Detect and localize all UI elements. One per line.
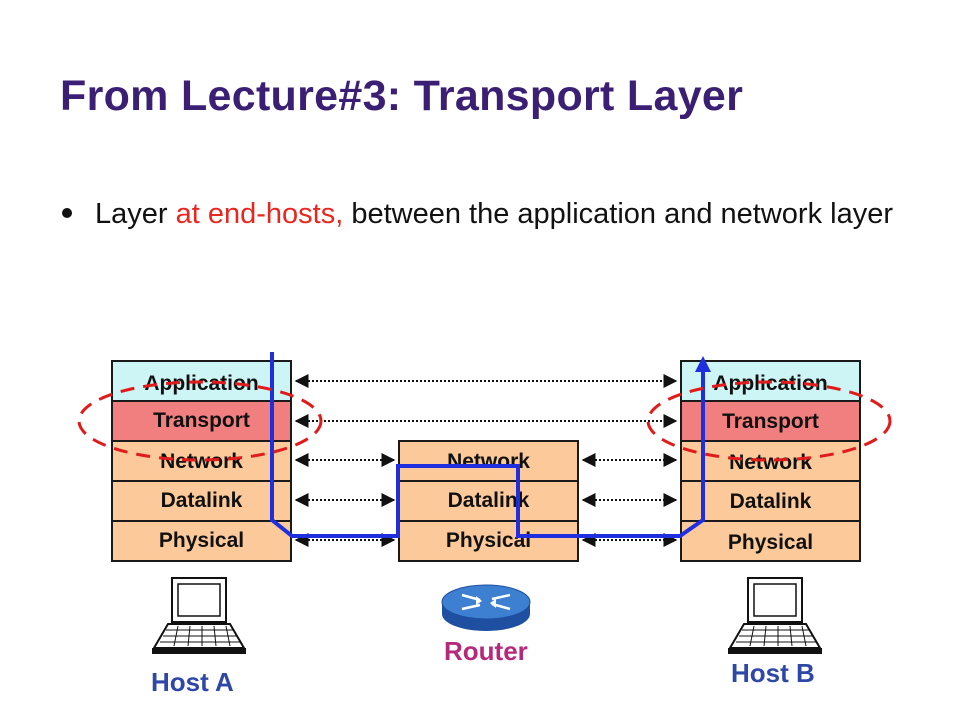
host-a-datalink-layer: Datalink xyxy=(111,480,292,522)
host-b-network-layer: Network xyxy=(680,440,861,482)
laptop-icon xyxy=(152,577,246,654)
bullet-highlight: at end-hosts, xyxy=(175,198,344,230)
router-label: Router xyxy=(444,636,528,666)
router-physical-layer: Physical xyxy=(398,520,579,562)
bullet-text-pre: Layer xyxy=(95,198,176,230)
host-a-network-layer: Network xyxy=(111,440,292,482)
bullet-text-post: between the application and network laye… xyxy=(343,198,894,230)
slide-title: From Lecture#3: Transport Layer xyxy=(60,72,744,120)
router-network-layer: Network xyxy=(398,440,579,482)
host-a-physical-layer: Physical xyxy=(111,520,292,562)
laptop-icon xyxy=(728,577,822,654)
host-b-datalink-layer: Datalink xyxy=(680,480,861,522)
data-path-arrowhead xyxy=(695,356,711,372)
transport-highlight-ellipse-b xyxy=(646,380,892,462)
router-icon xyxy=(441,584,531,631)
peer-arrows-end-to-end xyxy=(294,374,678,428)
data-path xyxy=(270,352,705,538)
bullet-text: Layer at end-hosts, between the applicat… xyxy=(95,192,895,236)
bullet-dot xyxy=(62,208,72,218)
peer-arrows-hop-b xyxy=(581,453,678,547)
host-b-physical-layer: Physical xyxy=(680,520,861,562)
peer-arrows-hop-a xyxy=(294,453,396,547)
host-a-label: Host A xyxy=(151,667,234,697)
host-b-label: Host B xyxy=(731,658,815,688)
transport-highlight-ellipse-a xyxy=(77,380,323,462)
host-a-transport-layer: Transport xyxy=(111,400,292,442)
